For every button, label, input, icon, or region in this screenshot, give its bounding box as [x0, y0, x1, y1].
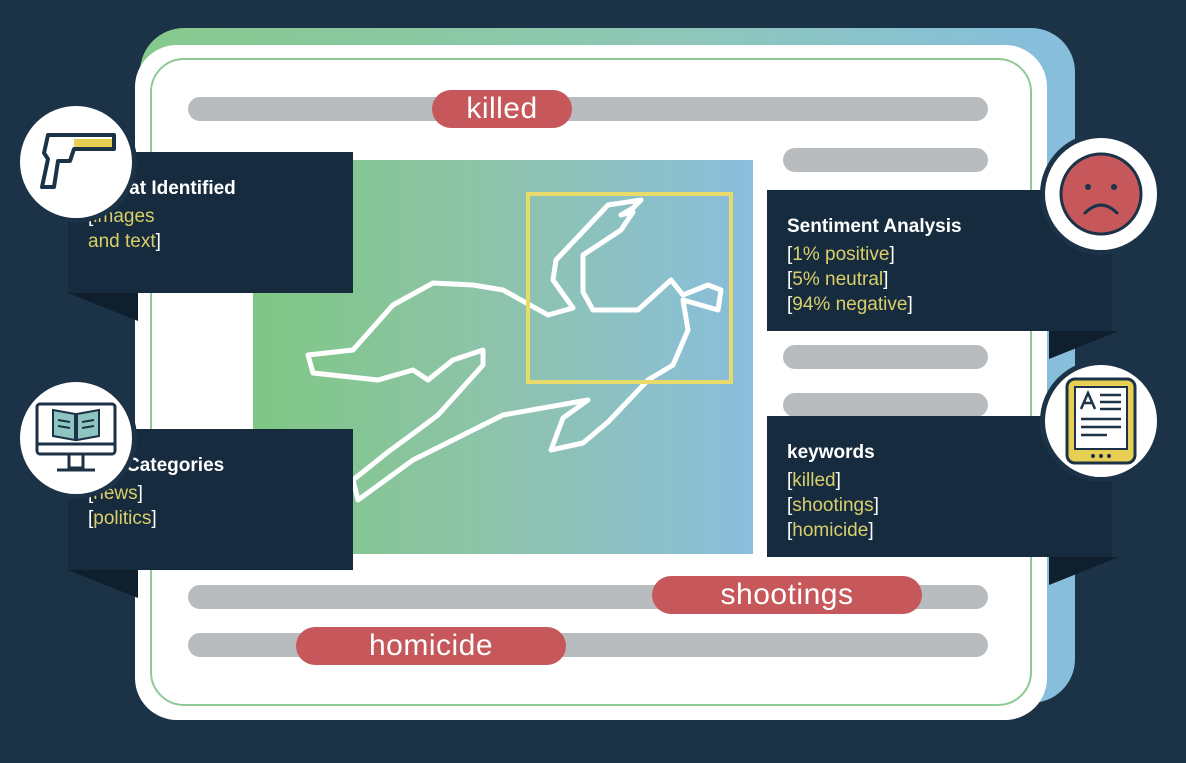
panel-fold: [1049, 557, 1119, 585]
threat-item: and text]: [88, 231, 161, 252]
panel-fold: [68, 570, 138, 598]
iab-badge: [15, 377, 137, 499]
threat-item: [images: [88, 206, 155, 227]
keywords-badge: [1040, 360, 1162, 482]
sentiment-item: [1% positive]: [787, 244, 895, 265]
keyword-pill-killed: killed: [432, 90, 572, 128]
sentiment-title: Sentiment Analysis: [787, 216, 962, 237]
keywords-item: [shootings]: [787, 495, 879, 516]
sad-face-icon: [1059, 152, 1143, 236]
keyword-pill-homicide: homicide: [296, 627, 566, 665]
keyword-pill-shootings: shootings: [652, 576, 922, 614]
panel-fold: [68, 293, 138, 321]
iab-item: [news]: [88, 483, 143, 504]
panel-fold: [1049, 331, 1119, 359]
text-line: [783, 393, 988, 417]
sentiment-item: [5% neutral]: [787, 269, 889, 290]
book-monitor-icon: [35, 402, 117, 472]
article-page-border: [150, 58, 1032, 706]
gun-icon: [40, 133, 116, 189]
text-line: [783, 148, 988, 172]
text-line: [188, 97, 988, 121]
keywords-item: [homicide]: [787, 520, 874, 541]
text-line: [783, 345, 988, 369]
sentiment-badge: [1040, 133, 1162, 255]
keywords-title: keywords: [787, 442, 875, 463]
keywords-item: [killed]: [787, 470, 841, 491]
document-tablet-icon: [1065, 377, 1137, 465]
body-outline-illustration: [305, 192, 733, 503]
sentiment-item: [94% negative]: [787, 294, 913, 315]
threat-badge: [15, 101, 137, 223]
detection-box: [526, 192, 733, 384]
iab-item: [politics]: [88, 508, 157, 529]
